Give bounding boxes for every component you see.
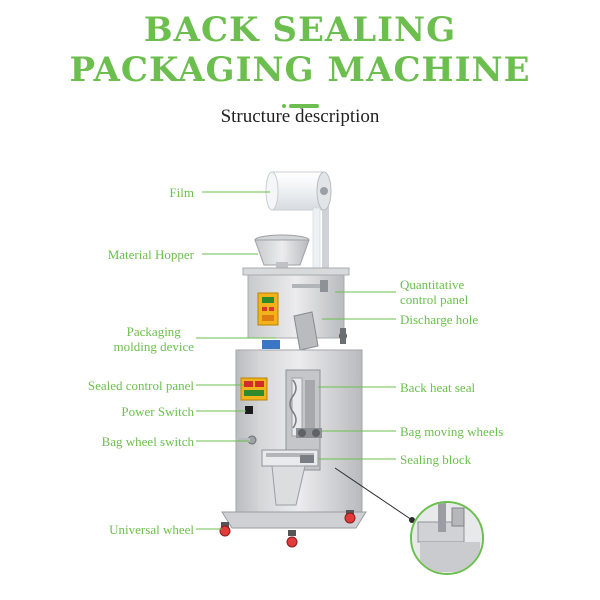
subtitle: Structure description — [220, 106, 380, 127]
title-line-2: PACKAGING MACHINE — [69, 50, 531, 90]
title-line-1: BACK SEALING — [143, 10, 457, 50]
label-material-hopper: Material Hopper — [107, 247, 194, 262]
title-divider — [0, 95, 600, 114]
label-back-heat-seal: Back heat seal — [400, 380, 476, 395]
film-arm — [322, 178, 329, 288]
label-sealing-block: Sealing block — [400, 452, 472, 467]
sealing-block-zoom — [410, 501, 484, 575]
label-sealed-control-panel: Sealed control panel — [87, 378, 194, 393]
label-discharge-hole: Discharge hole — [400, 312, 479, 327]
label-quantitative-control-panel: Quantitative control panel — [400, 277, 469, 307]
universal-wheel-icon — [219, 510, 356, 548]
film-roll-icon — [265, 171, 332, 211]
label-power-switch: Power Switch — [121, 404, 194, 419]
power-switch-icon — [245, 406, 253, 414]
label-universal-wheel: Universal wheel — [109, 522, 194, 537]
label-packaging-molding-device: Packaging molding device — [113, 324, 194, 354]
leader-lines — [196, 191, 396, 530]
label-bag-wheel-switch: Bag wheel switch — [101, 434, 194, 449]
label-bag-moving-wheels: Bag moving wheels — [400, 424, 504, 439]
bag-moving-wheels — [296, 428, 322, 438]
material-hopper-icon — [254, 234, 310, 272]
label-film: Film — [169, 185, 194, 200]
